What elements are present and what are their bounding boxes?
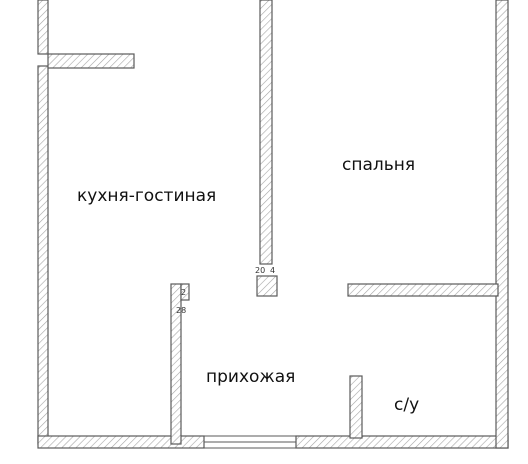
bottom-wall-right (295, 435, 509, 449)
outer-left-wall-lower (37, 65, 49, 445)
bathroom-label: с/у (394, 395, 419, 415)
column-dimension-label: 20 (255, 266, 265, 275)
kitchen-living-room-label: кухня-гостиная (77, 186, 216, 206)
column-dimension-label-right: 4 (270, 266, 275, 275)
central-partition (259, 0, 273, 265)
bedroom-bottom-wall (347, 283, 499, 297)
hallway-left-wall (170, 283, 182, 445)
bathroom-left-wall (349, 375, 363, 439)
central-column (256, 275, 278, 297)
entrance-door[interactable] (204, 435, 296, 449)
hall-wall-side-dimension-label: 28 (176, 306, 186, 315)
hallway-left-wall-cap (180, 283, 190, 301)
hallway-label: прихожая (206, 367, 295, 387)
outer-right-wall (495, 0, 509, 449)
outer-left-wall (37, 0, 49, 55)
kitchen-ledge-wall (47, 53, 135, 69)
walls (37, 0, 509, 449)
bedroom-label: спальня (342, 155, 415, 175)
hall-wall-dimension-label: 2 (181, 288, 186, 297)
